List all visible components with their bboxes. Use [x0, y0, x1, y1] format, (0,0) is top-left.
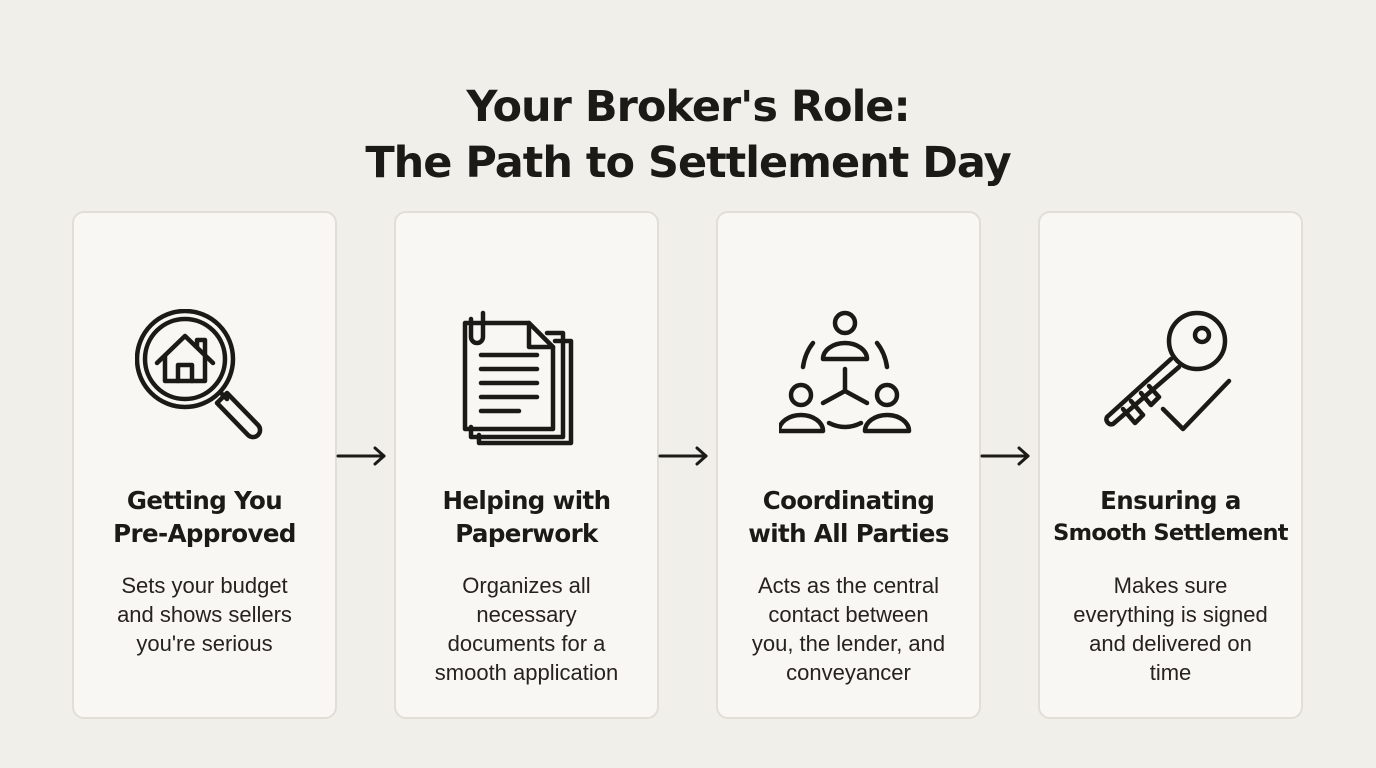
step-description: Makes sure everything is signed and deli… [1040, 571, 1301, 687]
step-title: Getting You Pre-Approved [74, 484, 335, 550]
magnifier-house-icon [134, 309, 275, 449]
page-title-line-2: The Path to Settlement Day [365, 137, 1011, 188]
documents-icon [457, 309, 597, 449]
step-title-line: Pre-Approved [113, 519, 296, 548]
step-title: Ensuring a Smooth Settlement [1040, 484, 1301, 550]
step-title-line: Helping with [442, 486, 612, 515]
step-card-settlement: Ensuring a Smooth Settlement Makes sure … [1038, 211, 1303, 719]
step-description-line: necessary [476, 602, 577, 627]
arrow-right-icon [979, 444, 1033, 468]
step-description-line: you're serious [136, 631, 273, 656]
step-description: Organizes all necessary documents for a … [396, 571, 657, 687]
page-title: Your Broker's Role: The Path to Settleme… [0, 79, 1376, 191]
step-title-line: Paperwork [455, 519, 598, 548]
step-card-pre-approval: Getting You Pre-Approved Sets your budge… [72, 211, 337, 719]
step-description-line: Organizes all [462, 573, 591, 598]
step-card-coordination: Coordinating with All Parties Acts as th… [716, 211, 981, 719]
step-description-line: everything is signed [1073, 602, 1268, 627]
step-title-line: Getting You [126, 486, 283, 515]
step-description-line: and delivered on [1089, 631, 1252, 656]
step-title-line: with All Parties [748, 519, 949, 548]
step-description-line: Sets your budget [121, 573, 288, 598]
step-title: Coordinating with All Parties [718, 484, 979, 550]
step-description-line: you, the lender, and [751, 631, 946, 656]
step-description: Acts as the central contact between you,… [718, 571, 979, 687]
step-title-line: Smooth Settlement [1053, 520, 1288, 546]
step-description-line: Makes sure [1113, 573, 1228, 598]
step-description-line: time [1149, 660, 1192, 685]
key-check-icon [1101, 309, 1241, 449]
step-title: Helping with Paperwork [396, 484, 657, 550]
step-description-line: conveyancer [786, 660, 911, 685]
step-description-line: smooth application [434, 660, 619, 685]
step-title-line: Ensuring a [1100, 486, 1241, 515]
step-description-line: Acts as the central [758, 573, 939, 598]
step-description: Sets your budget and shows sellers you'r… [74, 571, 335, 658]
arrow-right-icon [335, 444, 389, 468]
people-network-icon [778, 309, 919, 449]
step-card-paperwork: Helping with Paperwork Organizes all nec… [394, 211, 659, 719]
step-description-line: and shows sellers [117, 602, 292, 627]
step-description-line: contact between [768, 602, 929, 627]
arrow-right-icon [657, 444, 711, 468]
step-description-line: documents for a [447, 631, 606, 656]
step-title-line: Coordinating [762, 486, 935, 515]
page-title-line-1: Your Broker's Role: [466, 81, 910, 132]
